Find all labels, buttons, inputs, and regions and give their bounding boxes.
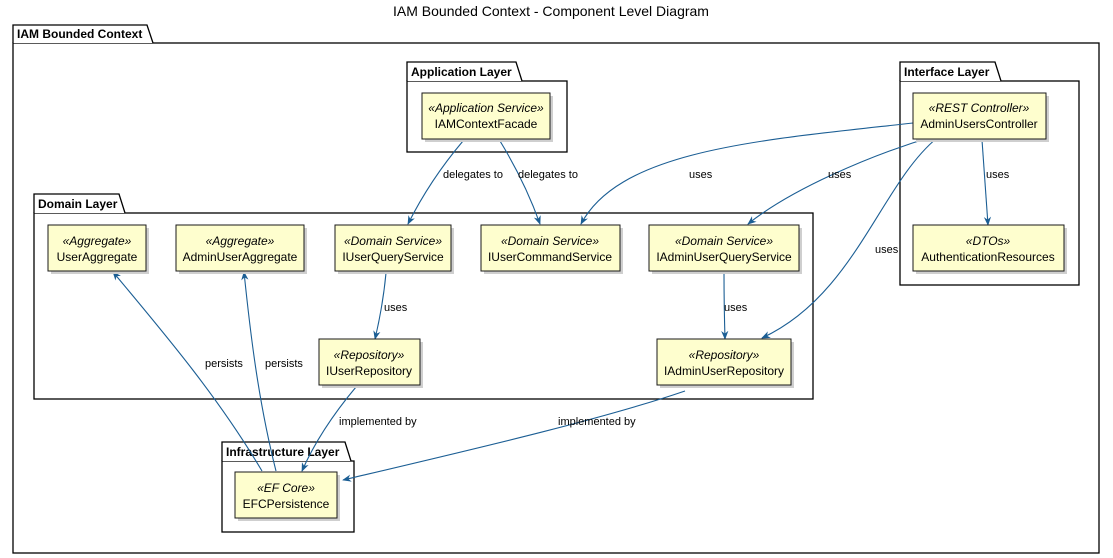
component-stereotype: «EF Core» [257, 481, 315, 495]
edge-label-query-to-repo: uses [384, 302, 408, 314]
edge-efc-to-admin-aggregate [241, 271, 277, 472]
component-iadmin-user-repository: «Repository» IAdminUserRepository [656, 338, 794, 388]
edge-label-controller-to-command: uses [689, 169, 713, 181]
edge-label-efc-to-admin-aggregate: persists [265, 358, 303, 370]
diagram-title: IAM Bounded Context - Component Level Di… [393, 3, 709, 19]
component-iuser-command-service: «Domain Service» IUserCommandService [480, 224, 623, 274]
component-name: AdminUserAggregate [183, 250, 298, 264]
package-label-iam: IAM Bounded Context [17, 27, 142, 41]
package-label-interface: Interface Layer [904, 65, 990, 79]
component-iadmin-user-query-service: «Domain Service» IAdminUserQueryService [648, 224, 802, 274]
edge-admin-repository-to-efc-persistence [342, 390, 686, 482]
component-name: AuthenticationResources [921, 250, 1054, 264]
edge-controller-to-command-service [580, 122, 914, 225]
edge-label-admin-repo-to-efc: implemented by [558, 416, 636, 428]
component-stereotype: «Domain Service» [344, 234, 442, 248]
edge-query-service-to-user-repository [373, 272, 387, 340]
edge-label-controller-to-admin-repo: uses [875, 244, 899, 256]
component-authentication-resources: «DTOs» AuthenticationResources [912, 224, 1067, 274]
component-iuser-repository: «Repository» IUserRepository [318, 338, 423, 388]
component-name: IAMContextFacade [435, 117, 538, 131]
edge-admin-query-service-to-admin-repository [721, 272, 729, 340]
package-label-infrastructure: Infrastructure Layer [226, 445, 340, 459]
component-name: IAdminUserQueryService [656, 250, 792, 264]
relations: delegates to delegates to uses uses uses… [112, 122, 1010, 482]
component-stereotype: «Repository» [334, 348, 405, 362]
component-name: IAdminUserRepository [664, 364, 784, 378]
component-name: AdminUsersController [920, 117, 1037, 131]
component-efc-persistence: «EF Core» EFCPersistence [234, 471, 340, 521]
component-iuser-query-service: «Domain Service» IUserQueryService [334, 224, 454, 274]
edge-facade-to-command-service [499, 140, 541, 225]
component-stereotype: «Aggregate» [63, 234, 132, 248]
edge-user-repository-to-efc-persistence [301, 386, 357, 472]
component-iam-context-facade: «Application Service» IAMContextFacade [421, 92, 553, 142]
component-name: UserAggregate [57, 250, 138, 264]
component-stereotype: «DTOs» [966, 234, 1011, 248]
component-user-aggregate: «Aggregate» UserAggregate [47, 224, 149, 274]
component-stereotype: «REST Controller» [929, 101, 1030, 115]
edge-controller-to-admin-repository [761, 137, 938, 339]
edge-label-efc-to-user-aggregate: persists [205, 358, 243, 370]
component-stereotype: «Domain Service» [675, 234, 773, 248]
edge-efc-to-user-aggregate [112, 271, 263, 472]
component-name: EFCPersistence [243, 497, 330, 511]
edge-controller-to-authentication-resources [981, 139, 992, 226]
edge-label-controller-to-resources: uses [986, 169, 1010, 181]
edge-label-facade-to-command: delegates to [518, 169, 578, 181]
package-label-domain: Domain Layer [38, 197, 118, 211]
component-admin-user-aggregate: «Aggregate» AdminUserAggregate [175, 224, 307, 274]
component-name: IUserCommandService [488, 250, 612, 264]
package-label-application: Application Layer [411, 65, 512, 79]
component-stereotype: «Domain Service» [501, 234, 599, 248]
component-name: IUserQueryService [342, 250, 444, 264]
edge-label-admin-query-to-admin-repo: uses [724, 302, 748, 314]
component-stereotype: «Application Service» [428, 101, 544, 115]
edge-facade-to-query-service [407, 140, 464, 225]
component-stereotype: «Repository» [689, 348, 760, 362]
component-stereotype: «Aggregate» [206, 234, 275, 248]
edge-label-facade-to-query: delegates to [443, 169, 503, 181]
component-name: IUserRepository [326, 364, 412, 378]
edge-controller-to-admin-query-service [747, 135, 936, 225]
component-admin-users-controller: «REST Controller» AdminUsersController [912, 92, 1049, 142]
edge-label-controller-to-admin-query: uses [828, 169, 852, 181]
edge-label-repo-to-efc: implemented by [339, 416, 417, 428]
